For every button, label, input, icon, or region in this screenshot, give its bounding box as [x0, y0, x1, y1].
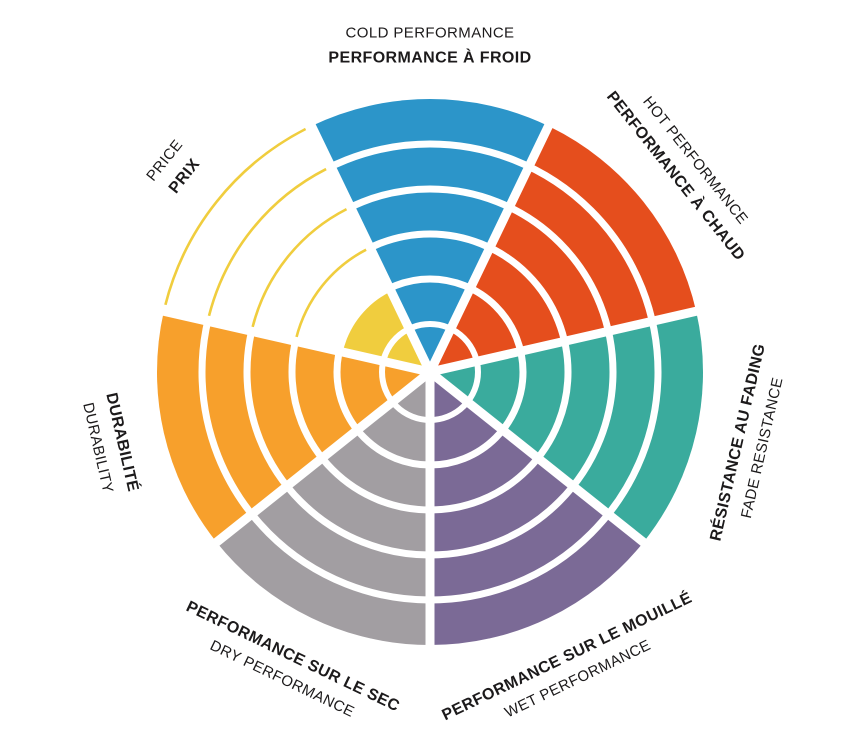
- cold-performance-label-en: COLD PERFORMANCE: [346, 24, 515, 41]
- price-outline-arc: [294, 248, 368, 339]
- sector-gap-line: [425, 117, 556, 374]
- sector-gap-separators: [156, 117, 704, 652]
- sector-gap-line: [428, 305, 704, 377]
- sector-gap-line: [304, 117, 435, 374]
- sector-gap-line: [208, 368, 433, 551]
- fade-resistance-sector-wedge: [430, 311, 704, 543]
- durability-sector-wedge: [156, 311, 430, 543]
- wet-performance-sector-wedge: [430, 372, 644, 645]
- dry-performance-sector-wedge: [216, 372, 430, 645]
- price-outline-arc: [207, 167, 327, 317]
- price-outline-arc: [251, 207, 348, 328]
- cold-performance-label-fr: PERFORMANCE À FROID: [328, 48, 531, 67]
- price-outline-arc: [164, 127, 307, 306]
- unfilled-ring-outline-arcs: [164, 127, 368, 339]
- sector-gap-line: [156, 305, 432, 377]
- sector-gap-line: [427, 368, 652, 551]
